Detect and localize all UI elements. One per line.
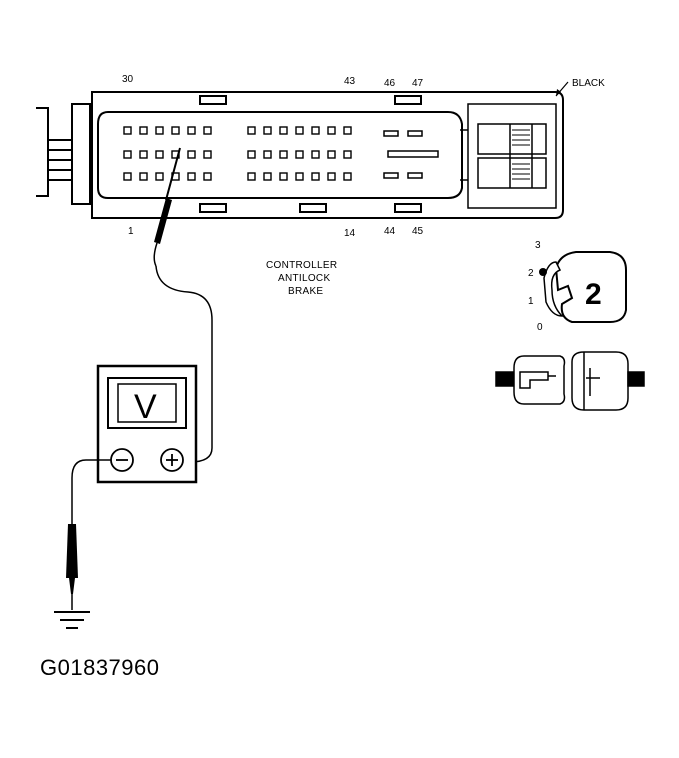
pin-cavity: [171, 126, 180, 135]
ignition-position-0: 0: [537, 322, 543, 333]
pin-cavity: [279, 172, 288, 181]
pin-label-30: 30: [122, 74, 134, 85]
pin-cavity: [343, 172, 352, 181]
ground-symbol-icon: [54, 611, 90, 629]
pin-cavity: [139, 126, 148, 135]
black-callout-label: BLACK: [572, 78, 605, 89]
connector-pin-cavities: [123, 126, 352, 181]
pin-cavity: [203, 172, 212, 181]
pin-label-44: 44: [384, 226, 396, 237]
pin-cavity: [311, 172, 320, 181]
pin-cavity: [343, 150, 352, 159]
positive-test-probe-icon: [153, 147, 181, 267]
voltmeter-display-glyph: V: [134, 388, 157, 426]
ignition-key-number: 2: [585, 278, 602, 311]
pin-cavity: [247, 126, 256, 135]
controller-label-line1: CONTROLLER: [266, 260, 337, 271]
pin-label-14: 14: [344, 228, 356, 239]
pin-cavity: [155, 126, 164, 135]
pin-cavity: [123, 150, 132, 159]
ignition-position-1: 1: [528, 296, 534, 307]
connector-keyway: [383, 130, 439, 179]
pin-cavity: [279, 126, 288, 135]
pin-label-46: 46: [384, 78, 396, 89]
pin-cavity: [123, 172, 132, 181]
pin-cavity: [263, 172, 272, 181]
pin-cavity: [343, 126, 352, 135]
pin-cavity: [247, 172, 256, 181]
voltmeter: [96, 364, 198, 484]
pin-cavity: [187, 172, 196, 181]
connector-icon: [495, 351, 645, 411]
pin-cavity: [139, 172, 148, 181]
pin-label-45: 45: [412, 226, 424, 237]
positive-lead-wire: [155, 265, 213, 463]
pin-cavity: [155, 172, 164, 181]
pin-cavity: [327, 126, 336, 135]
controller-label-line2: ANTILOCK: [278, 273, 330, 284]
pin-cavity: [279, 150, 288, 159]
pin-cavity: [247, 150, 256, 159]
pin-cavity: [203, 126, 212, 135]
pin-cavity: [295, 150, 304, 159]
pin-cavity: [123, 126, 132, 135]
pin-cavity: [139, 150, 148, 159]
pin-cavity: [311, 150, 320, 159]
pin-cavity: [187, 150, 196, 159]
pin-cavity: [295, 126, 304, 135]
ignition-position-2: 2: [528, 268, 534, 279]
pin-cavity: [311, 126, 320, 135]
pin-label-47: 47: [412, 78, 424, 89]
controller-label-line3: BRAKE: [288, 286, 323, 297]
pin-cavity: [203, 150, 212, 159]
negative-test-probe-icon: [66, 524, 78, 610]
pin-cavity: [327, 150, 336, 159]
color-callout: BLACK: [555, 78, 605, 97]
ignition-position-3: 3: [535, 240, 541, 251]
negative-lead-wire: [71, 459, 111, 524]
ignition-key-icon: [539, 251, 627, 323]
figure-id-label: G01837960: [40, 655, 160, 680]
wire-harness: [36, 103, 91, 205]
pin-cavity: [263, 126, 272, 135]
pin-cavity: [187, 126, 196, 135]
pin-cavity: [155, 150, 164, 159]
pin-cavity: [327, 172, 336, 181]
pin-cavity: [295, 172, 304, 181]
pin-label-1: 1: [128, 226, 134, 237]
pin-cavity: [263, 150, 272, 159]
pin-label-43: 43: [344, 76, 356, 87]
